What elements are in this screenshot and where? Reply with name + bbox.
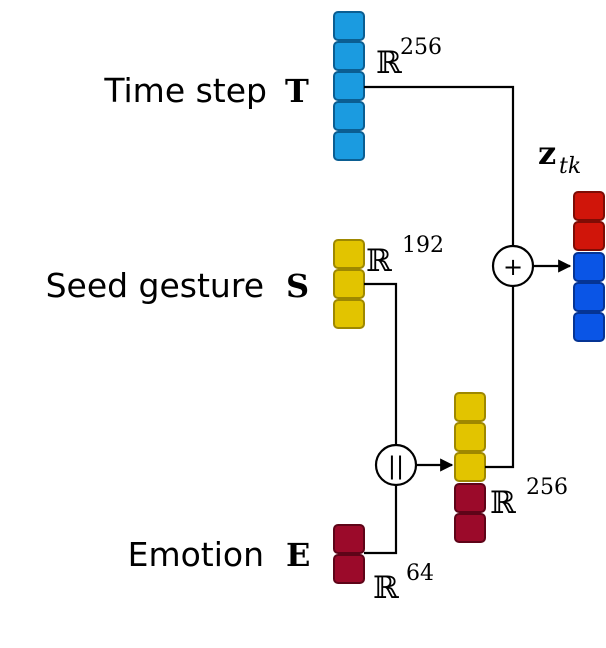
time-step-label: Time step: [103, 71, 267, 110]
wire-concat-to-add: [485, 285, 515, 469]
emotion-dimension: ℝ 64: [373, 561, 434, 606]
svg-text:||: ||: [388, 452, 404, 480]
concat-vector: [454, 392, 486, 543]
svg-text:192: 192: [402, 233, 444, 258]
svg-text:ℝ: ℝ: [373, 570, 399, 606]
svg-text:256: 256: [526, 475, 568, 500]
seed-gesture-label: Seed gesture: [46, 266, 264, 305]
concat-operator: ||: [374, 443, 418, 487]
svg-text:+: +: [503, 253, 523, 281]
svg-text:256: 256: [400, 35, 442, 60]
concat-dimension: ℝ 256: [490, 475, 568, 521]
add-operator: +: [491, 244, 535, 288]
svg-text:ℝ: ℝ: [366, 243, 392, 279]
svg-text:tk: tk: [559, 154, 581, 179]
output-vector: [573, 191, 605, 342]
svg-text:z: z: [538, 134, 556, 172]
svg-text:ℝ: ℝ: [376, 45, 402, 81]
svg-text:64: 64: [406, 561, 434, 586]
emotion-symbol: E: [286, 536, 310, 574]
emotion-vector: [333, 524, 365, 584]
wire-time-step: [364, 85, 515, 247]
time-step-dimension: ℝ 256: [376, 35, 442, 81]
wire-seed-gesture: [364, 282, 398, 445]
time-step-vector: [333, 11, 365, 161]
seed-gesture-vector: [333, 239, 365, 329]
seed-gesture-dimension: ℝ 192: [366, 233, 444, 279]
output-label: z tk: [538, 134, 581, 179]
emotion-label: Emotion: [128, 535, 264, 574]
time-step-symbol: T: [285, 72, 309, 110]
seed-gesture-symbol: S: [286, 267, 309, 305]
wire-emotion: [364, 485, 398, 555]
svg-text:ℝ: ℝ: [490, 485, 516, 521]
